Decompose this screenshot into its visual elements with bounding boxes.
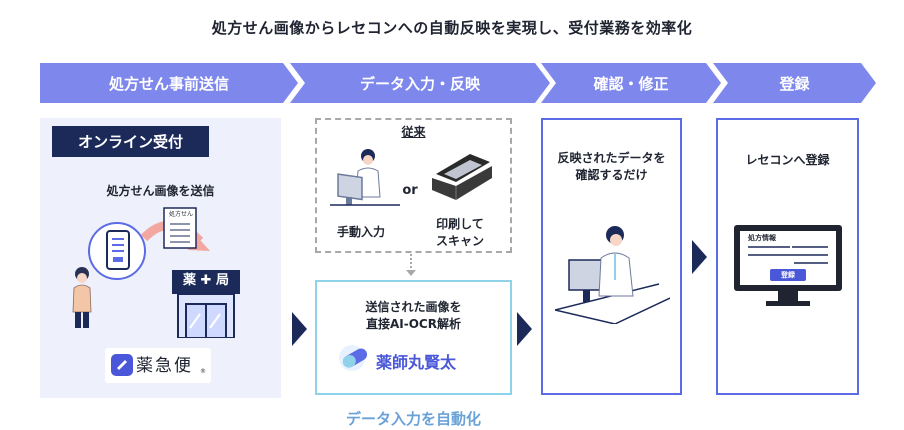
- registered-mark: ®: [200, 368, 206, 375]
- app-name: 薬急便: [136, 356, 193, 376]
- step-label: 処方せん事前送信: [108, 74, 229, 93]
- confirm-line1: 反映されたデータを: [557, 151, 666, 165]
- dotted-connector: [410, 254, 412, 272]
- ai-line2: 直接AI-OCR解析: [366, 317, 461, 331]
- conventional-heading: 従来: [401, 125, 426, 139]
- conventional-box: [315, 118, 512, 253]
- ai-ocr-panel: [315, 280, 512, 395]
- manual-entry-label: 手動入力: [336, 225, 385, 239]
- ai-line1: 送信された画像を: [365, 300, 462, 314]
- step-bar: 処方せん事前送信 データ入力・反映 確認・修正 登録: [0, 63, 904, 103]
- online-reception-badge: オンライン受付: [52, 126, 209, 157]
- screen-title: 処方情報: [748, 234, 776, 242]
- step-label: 確認・修正: [593, 74, 669, 93]
- dotted-connector-arrow-icon: [406, 270, 416, 276]
- app-logo-icon: [111, 354, 133, 376]
- pharmacy-sign: 薬 ✚ 局: [183, 273, 229, 288]
- manual-entry-illustration: [330, 149, 400, 206]
- paper-label: 処方せん: [168, 211, 193, 218]
- product-name: 薬師丸賢太: [376, 353, 457, 372]
- send-prescription-text: 処方せん画像を送信: [106, 184, 215, 198]
- scanner-icon: [432, 154, 492, 200]
- step-prescription-send: 処方せん事前送信: [40, 63, 298, 103]
- send-illustration: [72, 207, 210, 328]
- flow-arrow-icon: [292, 312, 307, 346]
- flow-arrow-icon: [517, 312, 532, 346]
- monitor-icon: [734, 225, 842, 306]
- confirm-line2: 確認するだけ: [575, 168, 648, 182]
- register-button: 登録: [781, 271, 795, 279]
- or-label: or: [402, 183, 418, 198]
- flow-arrow-icon: [692, 240, 707, 274]
- capsule-icon: [339, 345, 368, 371]
- step-label: 登録: [779, 74, 810, 93]
- step-data-entry: データ入力・反映: [290, 63, 550, 103]
- page-title: 処方せん画像からレセコンへの自動反映を実現し、受付業務を効率化: [211, 19, 693, 37]
- step-label: データ入力・反映: [359, 74, 480, 93]
- step-register: 登録: [713, 63, 876, 103]
- pharmacist-illustration: [555, 226, 670, 324]
- scan-label-line1: 印刷して: [436, 217, 484, 231]
- pharmacy-illustration: [172, 270, 240, 338]
- auto-entry-caption: データ入力を自動化: [345, 410, 481, 428]
- register-label: レセコンへ登録: [745, 153, 830, 167]
- step-confirm: 確認・修正: [541, 63, 721, 103]
- scan-label-line2: スキャン: [435, 234, 484, 248]
